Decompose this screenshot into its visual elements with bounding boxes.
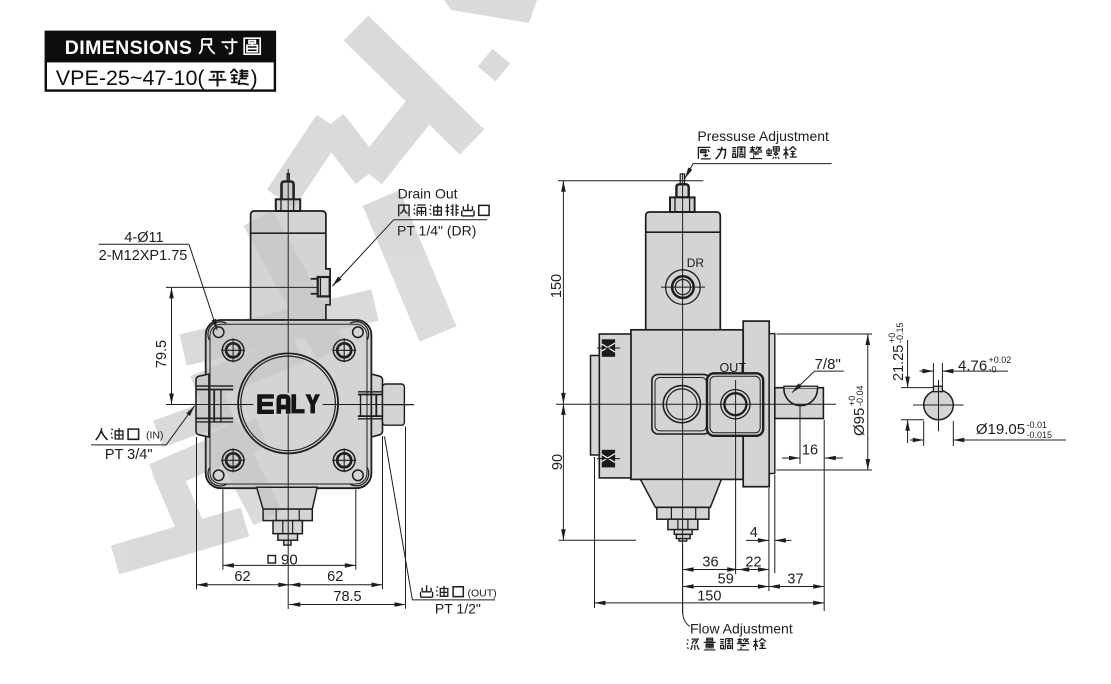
- svg-text:79.5: 79.5: [154, 340, 170, 368]
- svg-text:Drain Out: Drain Out: [398, 185, 458, 201]
- svg-text:Pressuse Adjustment: Pressuse Adjustment: [697, 128, 829, 144]
- svg-text:Flow Adjustment: Flow Adjustment: [690, 621, 793, 637]
- svg-text:16: 16: [802, 443, 818, 459]
- svg-text:Ø95: Ø95: [851, 408, 868, 436]
- svg-text:22: 22: [745, 555, 761, 571]
- svg-text:21.25: 21.25: [891, 345, 907, 381]
- svg-text:90: 90: [550, 454, 566, 470]
- svg-text:-0.15: -0.15: [895, 322, 905, 343]
- svg-text:-0.015: -0.015: [1027, 430, 1053, 440]
- svg-text:PT 1/4" (DR): PT 1/4" (DR): [397, 223, 476, 239]
- svg-text:OUT: OUT: [720, 361, 747, 375]
- svg-text:62: 62: [327, 569, 343, 585]
- svg-text:90: 90: [281, 552, 298, 569]
- svg-text:36: 36: [702, 555, 718, 571]
- svg-text:2-M12XP1.75: 2-M12XP1.75: [99, 248, 188, 264]
- svg-text:62: 62: [234, 569, 250, 585]
- svg-text:DIMENSIONS: DIMENSIONS: [65, 37, 193, 59]
- svg-text:37: 37: [787, 572, 803, 588]
- svg-text:7/8": 7/8": [815, 356, 841, 373]
- svg-text:78.5: 78.5: [333, 589, 361, 605]
- svg-text:-0.04: -0.04: [855, 385, 865, 406]
- svg-text:PT 1/2": PT 1/2": [435, 601, 481, 617]
- svg-text:4.76: 4.76: [958, 358, 987, 375]
- svg-text:150: 150: [697, 589, 721, 605]
- svg-text:150: 150: [549, 274, 565, 298]
- svg-text:(IN): (IN): [146, 430, 164, 442]
- svg-text:Ø19.05: Ø19.05: [976, 421, 1025, 438]
- svg-text:4: 4: [750, 525, 758, 541]
- svg-text:4-Ø11: 4-Ø11: [124, 230, 163, 246]
- svg-text:59: 59: [718, 572, 734, 588]
- svg-text:+0: +0: [887, 333, 897, 343]
- svg-text:DR: DR: [687, 256, 705, 270]
- svg-text:+0: +0: [847, 396, 857, 406]
- svg-text:VPE-25~47-10(: VPE-25~47-10(: [56, 66, 206, 90]
- svg-text:): ): [251, 66, 258, 90]
- svg-text:(OUT): (OUT): [468, 588, 497, 600]
- svg-text:PT 3/4": PT 3/4": [105, 447, 153, 463]
- svg-text:-0: -0: [989, 365, 997, 375]
- svg-text:-0.01: -0.01: [1027, 420, 1048, 430]
- svg-text:+0.02: +0.02: [989, 355, 1012, 365]
